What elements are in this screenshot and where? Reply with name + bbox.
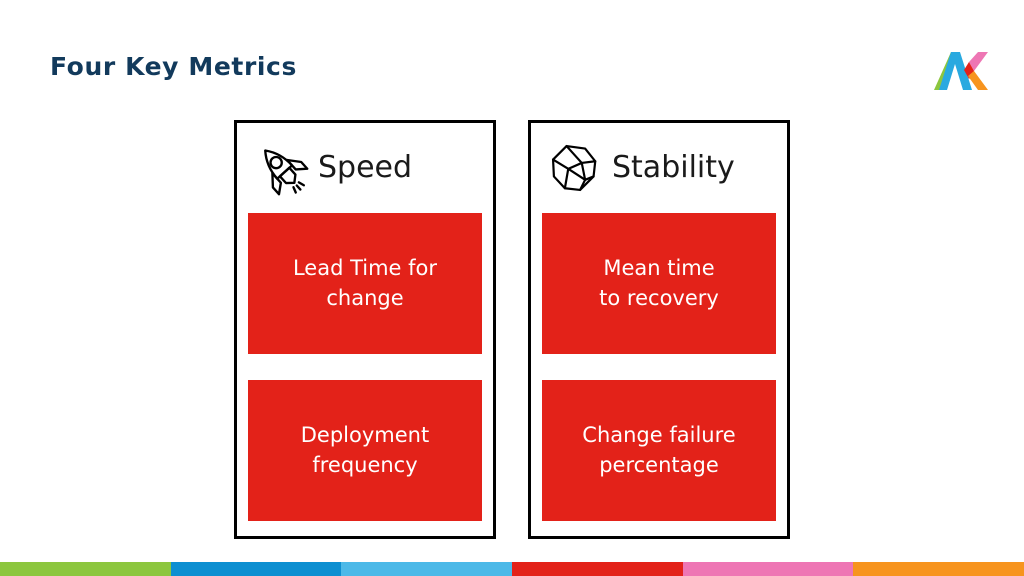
ak-monogram-logo (934, 52, 988, 90)
rocket-icon (250, 137, 312, 199)
rock-gem-icon (544, 137, 606, 199)
metric-card-line2: change (326, 285, 404, 310)
cards-stability: Mean time to recovery Change failure per… (531, 213, 787, 536)
cards-speed: Lead Time for change Deployment frequenc… (237, 213, 493, 536)
metric-card-line1: Lead Time for (292, 255, 438, 280)
metrics-columns: Speed Lead Time for change Deployment fr… (234, 120, 790, 539)
panel-title-speed: Speed (318, 150, 413, 185)
panel-title-stability: Stability (612, 150, 735, 185)
color-bar-segment-light-blue (341, 562, 513, 576)
metric-card-lead-time-for-change[interactable]: Lead Time for change (248, 213, 482, 354)
metric-card-line2: frequency (312, 452, 418, 477)
color-bar-segment-green (0, 562, 171, 576)
metric-card-deployment-frequency[interactable]: Deployment frequency (248, 380, 482, 521)
metric-card-line2: to recovery (599, 285, 719, 310)
panel-header-speed: Speed (237, 123, 493, 213)
panel-header-stability: Stability (531, 123, 787, 213)
metric-card-mean-time-to-recovery[interactable]: Mean time to recovery (542, 213, 776, 354)
color-bar-segment-red (512, 562, 683, 576)
metric-card-change-failure-percentage[interactable]: Change failure percentage (542, 380, 776, 521)
metric-card-line1: Deployment (300, 422, 430, 447)
metric-card-line1: Change failure (582, 422, 736, 447)
metric-card-line1: Mean time (603, 255, 715, 280)
panel-stability: Stability Mean time to recovery Change f… (528, 120, 790, 539)
metric-card-line2: percentage (599, 452, 719, 477)
color-bar-segment-pink (682, 562, 854, 576)
color-bar-segment-orange (853, 562, 1024, 576)
footer-color-bar (0, 562, 1024, 576)
panel-speed: Speed Lead Time for change Deployment fr… (234, 120, 496, 539)
page-title: Four Key Metrics (50, 52, 297, 81)
color-bar-segment-blue (170, 562, 342, 576)
